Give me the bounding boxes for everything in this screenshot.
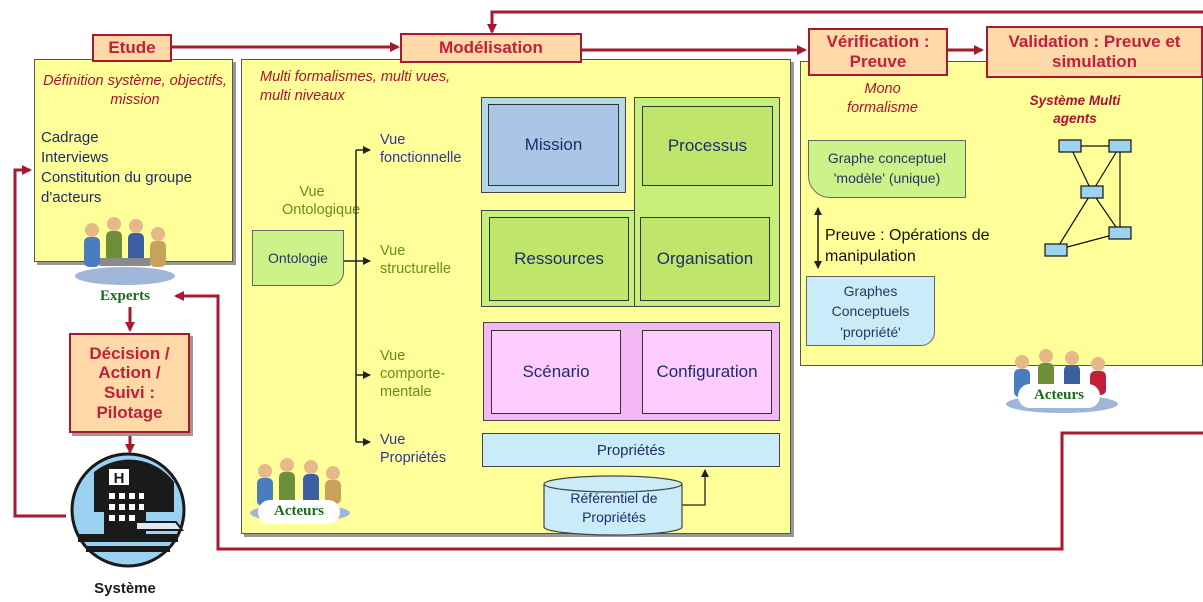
etude-item-acteurs: d'acteurs — [41, 189, 102, 206]
acteurs-text-validation: Acteurs — [1034, 387, 1084, 403]
scenario-box[interactable]: Scénario — [491, 330, 621, 414]
vue-proprietes-label: Vue Propriétés — [380, 432, 447, 467]
systeme-label: Système — [94, 580, 156, 597]
referentiel-label: Référentiel de Propriétés — [570, 490, 658, 525]
svg-text:H: H — [114, 470, 125, 487]
referentiel-cylinder — [543, 475, 683, 536]
experts-label: Experts — [100, 288, 150, 304]
systeme-to-etude-arrow — [13, 165, 66, 518]
feedback-top-arrow — [487, 10, 1203, 34]
acteurs-label-validation-bg — [1018, 384, 1100, 408]
verification-subtitle: Mono formalisme — [847, 81, 918, 116]
organisation-box[interactable]: Organisation — [640, 217, 770, 301]
etude-item-constitution: Constitution du groupe — [41, 169, 192, 186]
acteurs-to-experts-arrow — [174, 291, 1203, 551]
graphes-propriete-note[interactable]: Graphes Conceptuels 'propriété' — [806, 276, 935, 346]
etude-subtitle: Définition système, objectifs, mission — [43, 73, 227, 108]
acteurs-label-modelisation — [258, 500, 340, 524]
experts-group-icon — [75, 217, 175, 285]
decision-header[interactable]: Décision / Action / Suivi : Pilotage — [69, 333, 190, 433]
validation-header[interactable]: Validation : Preuve et simulation — [986, 26, 1203, 78]
proprietes-box[interactable]: Propriétés — [482, 433, 780, 467]
etude-item-interviews: Interviews — [41, 149, 109, 166]
ressources-box[interactable]: Ressources — [489, 217, 629, 301]
hospital-system-icon: H — [70, 452, 186, 568]
acteurs-text-modelisation: Acteurs — [274, 503, 324, 519]
mission-box[interactable]: Mission — [488, 104, 619, 186]
preuve-text: Preuve : Opérations de manipulation — [825, 227, 990, 265]
etude-item-cadrage: Cadrage — [41, 129, 99, 146]
ontologie-note[interactable]: Ontologie — [252, 230, 344, 286]
validation-subtitle: Système Multi agents — [1029, 93, 1121, 126]
processus-box[interactable]: Processus — [642, 106, 773, 186]
etude-header[interactable]: Etude — [92, 34, 172, 62]
modelisation-header[interactable]: Modélisation — [400, 33, 582, 63]
multi-agent-network — [1044, 139, 1132, 257]
vue-comportementale-label: Vue comporte-mentale — [380, 348, 446, 401]
vue-structurelle-label: Vue structurelle — [380, 243, 451, 278]
configuration-box[interactable]: Configuration — [642, 330, 772, 414]
modelisation-subtitle: Multi formalismes, multi vues, multi niv… — [260, 69, 451, 104]
verification-header[interactable]: Vérification : Preuve — [808, 28, 948, 76]
graphe-modele-note[interactable]: Graphe conceptuel 'modèle' (unique) — [808, 140, 966, 198]
vue-fonctionnelle-label: Vue fonctionnelle — [380, 132, 462, 167]
vue-ontologique-label: Vue Ontologique — [282, 184, 361, 219]
